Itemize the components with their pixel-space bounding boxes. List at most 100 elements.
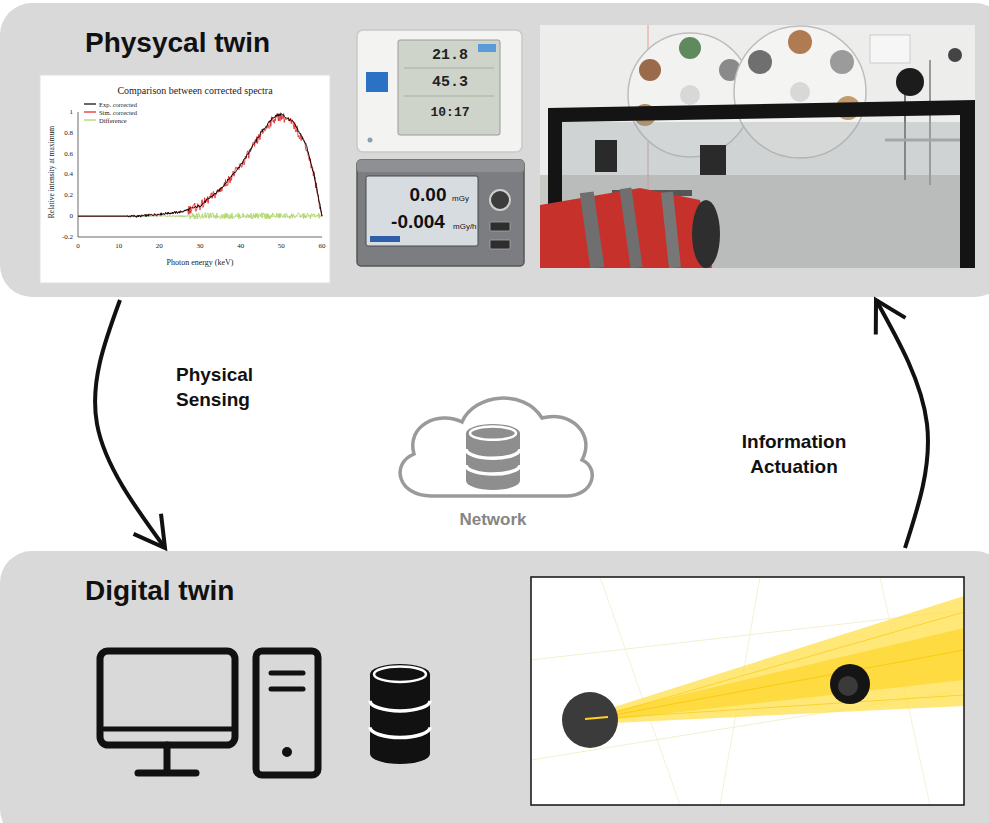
cloud-outline xyxy=(400,398,592,496)
simulation-view xyxy=(592,628,964,722)
axis-tick: 0.8 xyxy=(64,129,73,137)
database-icon xyxy=(370,701,430,711)
spectrum-curves xyxy=(78,114,322,218)
simulation-view xyxy=(592,650,964,719)
flow-arrow xyxy=(95,300,165,548)
edge-label: Physical Sensing xyxy=(176,363,286,412)
simulation-view xyxy=(592,596,964,724)
simulation-view xyxy=(585,717,608,719)
dose-unit: mGy xyxy=(452,194,469,203)
simulation-view xyxy=(592,612,964,719)
dose-reading: -0.004 xyxy=(391,211,445,233)
axis-tick: 0.2 xyxy=(64,191,73,199)
dosimeter-device xyxy=(357,160,524,266)
legend-line-sample xyxy=(84,119,96,120)
legend-line-sample xyxy=(84,104,96,120)
computer-icon xyxy=(256,651,318,775)
hygrometer-device xyxy=(357,30,522,152)
chart-title: Comparison between corrected spectra xyxy=(117,85,272,96)
lab-photo xyxy=(540,25,975,268)
dosimeter-device xyxy=(370,236,400,242)
axis-tick: 30 xyxy=(197,242,204,250)
axis-tick: 1 xyxy=(70,108,74,116)
axis-tick: 50 xyxy=(278,242,285,250)
database-icon xyxy=(370,674,430,754)
axis-tick: 0 xyxy=(76,242,80,250)
lcd-reading: 45.3 xyxy=(432,74,468,91)
computer-icon xyxy=(104,727,231,732)
database-icon xyxy=(466,424,520,442)
legend-line-sample xyxy=(84,103,96,104)
lab-photo xyxy=(679,37,701,59)
hygrometer-device xyxy=(368,138,373,143)
computer-icon xyxy=(164,745,171,771)
database-icon xyxy=(370,664,430,684)
simulation-view xyxy=(592,695,964,719)
lab-photo xyxy=(639,59,661,81)
dosimeter-device xyxy=(366,176,478,246)
network-cloud: Network xyxy=(386,384,600,534)
computer-icon xyxy=(100,651,235,745)
legend-entry: Exp. corrected xyxy=(99,101,137,108)
simulation-view xyxy=(562,692,618,748)
computer-icon xyxy=(138,770,196,777)
lab-photo xyxy=(580,191,604,268)
legend-entry: Sim. corrected xyxy=(99,109,137,116)
lcd-reading: 10:17 xyxy=(430,105,469,120)
computer-icon xyxy=(271,687,303,692)
lab-photo xyxy=(680,85,700,105)
axis-tick: 10 xyxy=(115,242,122,250)
lab-photo xyxy=(830,50,854,74)
legend-line-sample xyxy=(84,111,96,112)
spectrum-chart xyxy=(78,237,322,238)
lab-photo xyxy=(948,48,962,62)
spectrum-chart xyxy=(40,75,330,283)
spectrum-chart xyxy=(78,112,79,237)
simulation-view xyxy=(531,577,964,805)
axis-title: Photon energy (keV) xyxy=(167,258,234,267)
dosimeter-device xyxy=(357,160,524,172)
lab-photo xyxy=(788,30,812,54)
simulation-view xyxy=(838,676,858,696)
simulation-view xyxy=(531,577,964,805)
axis-tick: 0 xyxy=(70,212,74,220)
flow-arrow xyxy=(876,300,928,548)
axis-tick: 0.4 xyxy=(64,170,73,178)
hygrometer-device xyxy=(366,72,388,92)
lcd-reading: 21.8 xyxy=(432,47,468,64)
lab-photo xyxy=(540,188,712,268)
dose-unit: mGy/h xyxy=(453,222,477,231)
spectrum-curves xyxy=(78,113,322,219)
database-icon xyxy=(370,727,430,737)
computer-icon xyxy=(100,651,318,775)
lab-photo xyxy=(619,188,642,268)
legend-entry: Difference xyxy=(99,117,127,124)
network-label: Network xyxy=(459,510,526,530)
dosimeter-device xyxy=(490,190,510,210)
hygrometer-device xyxy=(398,40,500,135)
lab-photo xyxy=(595,140,617,172)
lab-photo xyxy=(700,145,726,175)
cloud-outline xyxy=(386,384,600,502)
axis-tick: 20 xyxy=(156,242,163,250)
lab-photo xyxy=(661,192,681,268)
panel-heading: Digital twin xyxy=(85,575,989,607)
lab-photo xyxy=(540,25,975,268)
hygrometer-device xyxy=(404,68,494,69)
dosimeter-device xyxy=(357,160,524,266)
dosimeter-device xyxy=(490,240,510,249)
simulation-view xyxy=(830,664,870,704)
axis-tick: 40 xyxy=(237,242,244,250)
dosimeter-device xyxy=(490,222,510,231)
database-icon xyxy=(370,664,430,764)
hygrometer-device xyxy=(478,44,496,52)
simulation-view xyxy=(531,577,964,805)
lab-photo xyxy=(896,68,924,96)
spectrum-curves xyxy=(78,113,322,216)
axis-title: Relative intensity at maximum xyxy=(47,126,56,218)
database-icon xyxy=(466,424,520,490)
